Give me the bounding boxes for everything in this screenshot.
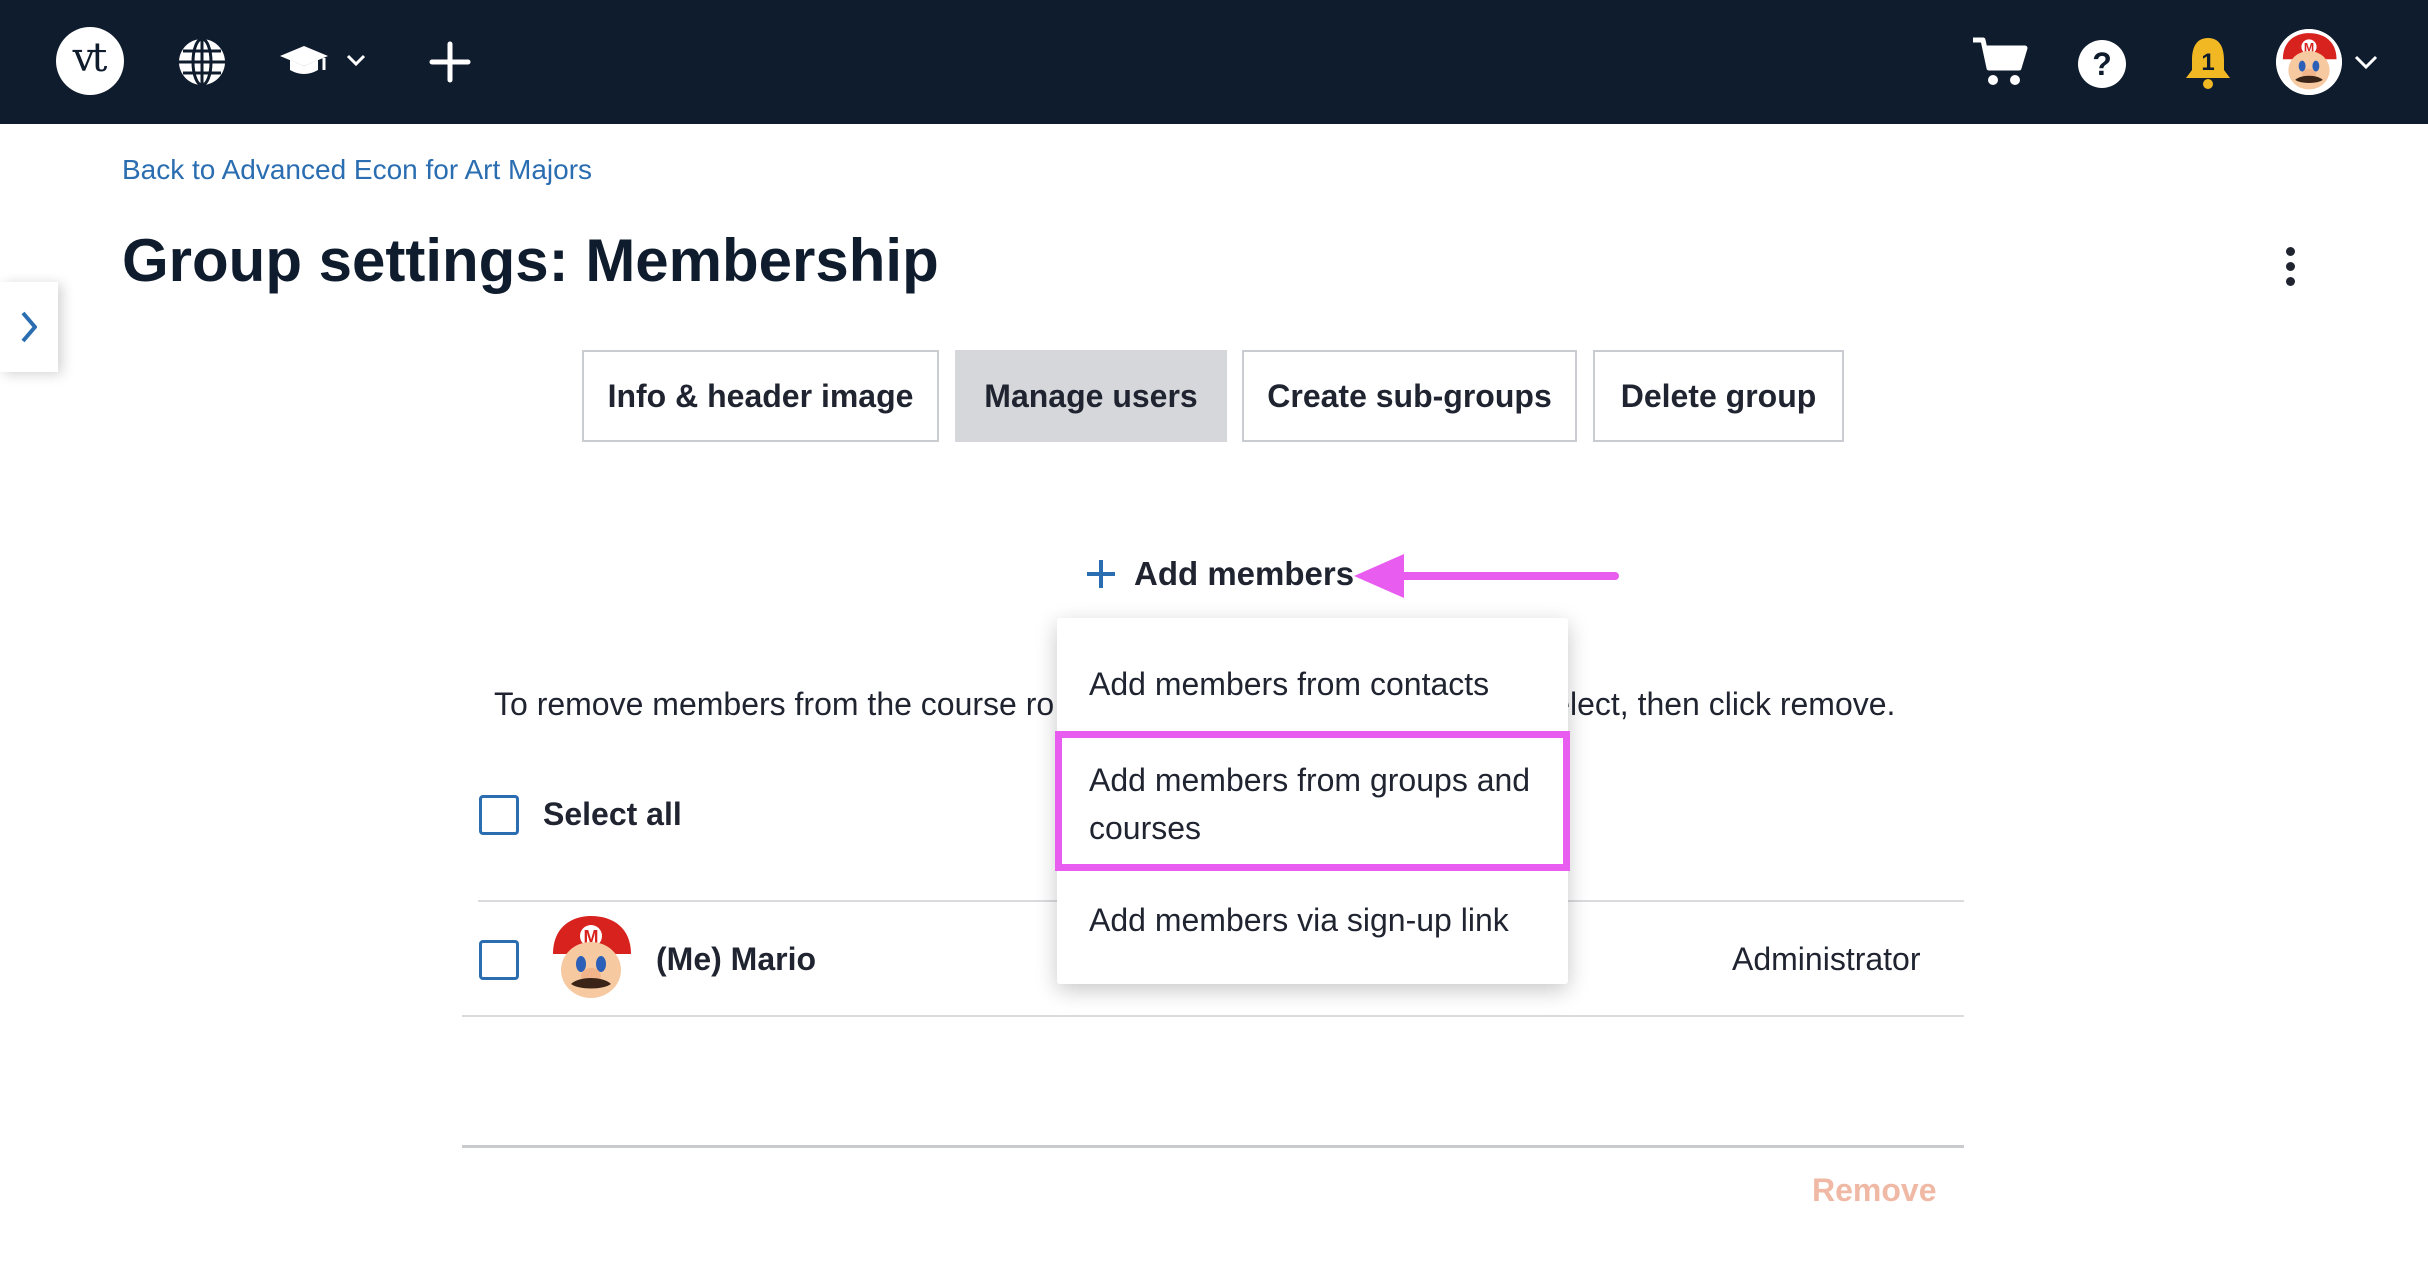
remove-button[interactable]: Remove bbox=[1812, 1172, 1937, 1208]
select-all-label[interactable]: Select all bbox=[543, 796, 682, 832]
divider bbox=[462, 1145, 1964, 1148]
member-checkbox[interactable] bbox=[479, 940, 519, 980]
page-title: Group settings: Membership bbox=[122, 227, 939, 294]
help-icon[interactable]: ? bbox=[2072, 34, 2132, 94]
tab-info-header-image[interactable]: Info & header image bbox=[582, 350, 939, 442]
chevron-down-icon bbox=[2354, 55, 2378, 70]
avatar: M bbox=[2276, 29, 2342, 95]
graduation-cap-icon bbox=[280, 46, 366, 74]
tab-manage-users[interactable]: Manage users bbox=[955, 350, 1227, 442]
annotation-arrow-icon bbox=[1354, 554, 1619, 598]
user-menu-button[interactable]: M bbox=[2276, 26, 2386, 98]
plus-icon[interactable] bbox=[420, 32, 480, 92]
notification-count: 1 bbox=[2201, 49, 2214, 76]
divider bbox=[462, 1015, 1964, 1017]
plus-icon bbox=[1087, 560, 1115, 588]
back-link[interactable]: Back to Advanced Econ for Art Majors bbox=[122, 154, 593, 185]
select-all-checkbox[interactable] bbox=[479, 795, 519, 835]
avatar: M bbox=[543, 910, 639, 1006]
chevron-right-icon bbox=[21, 311, 37, 343]
add-members-button[interactable]: Add members bbox=[1084, 546, 1354, 602]
menu-item-add-from-groups-and-courses[interactable]: Add members from groups and courses bbox=[1089, 762, 1531, 846]
svg-text:M: M bbox=[584, 927, 599, 947]
globe-icon[interactable] bbox=[172, 32, 232, 92]
svg-text:M: M bbox=[2304, 41, 2314, 55]
tab-create-sub-groups[interactable]: Create sub-groups bbox=[1242, 350, 1577, 442]
logo-text: vt bbox=[72, 35, 108, 81]
svg-text:?: ? bbox=[2092, 46, 2112, 82]
drawer-toggle-button[interactable] bbox=[0, 282, 58, 372]
home-logo[interactable]: vt bbox=[56, 27, 124, 95]
add-members-dropdown: Add members from contacts Add members fr… bbox=[1057, 618, 1568, 984]
member-role: Administrator bbox=[1732, 941, 1921, 977]
chevron-down-icon bbox=[346, 54, 366, 67]
menu-item-add-from-contacts[interactable]: Add members from contacts bbox=[1089, 666, 1490, 702]
member-name: (Me) Mario bbox=[656, 941, 816, 977]
bell-icon[interactable]: 1 bbox=[2176, 30, 2240, 94]
top-navigation-bar: vt bbox=[0, 0, 2428, 124]
courses-menu-button[interactable] bbox=[276, 36, 372, 88]
more-options-icon[interactable] bbox=[2268, 236, 2312, 296]
tab-delete-group[interactable]: Delete group bbox=[1593, 350, 1844, 442]
menu-item-add-via-sign-up-link[interactable]: Add members via sign-up link bbox=[1089, 902, 1509, 938]
cart-icon[interactable] bbox=[1968, 30, 2032, 94]
add-members-label: Add members bbox=[1134, 555, 1355, 592]
